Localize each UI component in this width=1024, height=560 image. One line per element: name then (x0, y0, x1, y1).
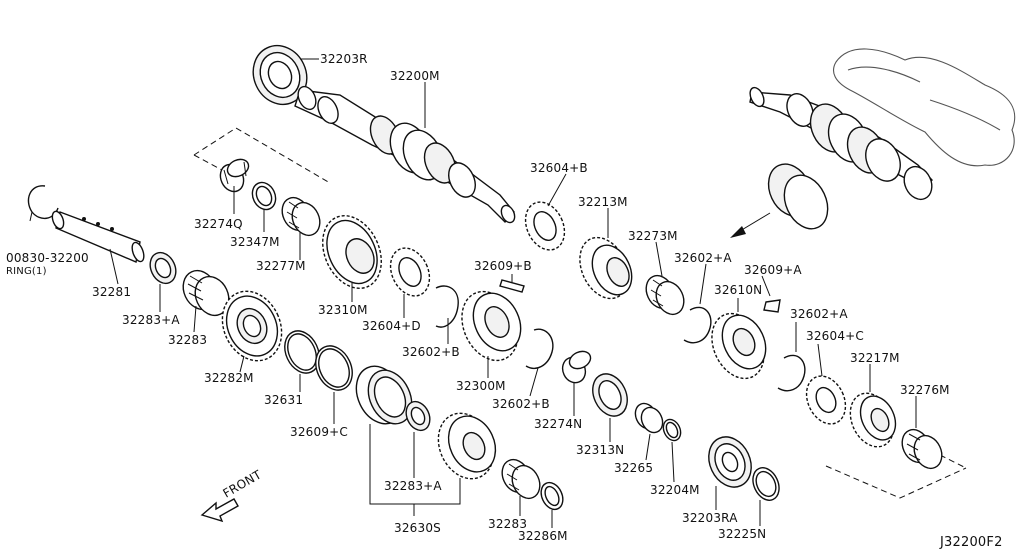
label-32273m: 32273M (628, 229, 678, 243)
label-32602-a-mid: 32602+A (790, 307, 848, 321)
label-32200m: 32200M (390, 69, 440, 83)
synchro-hub-32604-d[interactable] (383, 242, 437, 303)
synchro-hub-32604-c[interactable] (799, 370, 853, 431)
needle-bearing-32276m[interactable] (897, 425, 947, 473)
ring-32609-c[interactable] (309, 340, 359, 396)
label-32310m: 32310M (318, 303, 368, 317)
needle-bearing-32277m[interactable] (277, 193, 325, 240)
label-32213m: 32213M (578, 195, 628, 209)
bearing-32203ra[interactable] (701, 430, 759, 494)
label-32283-a-top: 32283+A (122, 313, 180, 327)
label-32604-c: 32604+C (806, 329, 864, 343)
needle-bearing-32283-bot[interactable] (497, 455, 545, 503)
case-outline-ghost (832, 48, 1016, 167)
needle-bearing-32283-top[interactable] (177, 265, 235, 321)
assembled-shaft-reference (749, 86, 933, 230)
label-32204m: 32204M (650, 483, 700, 497)
label-32274q: 32274Q (194, 217, 243, 231)
ring-32204m[interactable] (660, 417, 684, 444)
washer-32283-a-bot[interactable] (402, 398, 435, 434)
snap-ring-32602-b-top[interactable] (435, 285, 459, 328)
synchro-hub-32604-b[interactable] (518, 196, 572, 257)
diagram-code: J32200F2 (939, 535, 1003, 550)
label-32602-a-top: 32602+A (674, 251, 732, 265)
gear-32310m[interactable] (311, 206, 392, 298)
snap-ring-32602-a-mid[interactable] (777, 354, 806, 392)
bearing-32203r[interactable] (244, 37, 316, 113)
label-32217m: 32217M (850, 351, 900, 365)
front-label: FRONT (221, 467, 265, 500)
gear-32610n[interactable] (702, 305, 774, 387)
label-32604-b: 32604+B (530, 161, 588, 175)
label-32283-a-bot: 32283+A (384, 479, 442, 493)
ring-32631[interactable] (278, 325, 326, 378)
label-32300m: 32300M (456, 379, 506, 393)
gear-32282m[interactable] (211, 282, 292, 371)
label-32631: 32631 (264, 393, 303, 407)
label-32281: 32281 (92, 285, 131, 299)
label-32630s: 32630S (394, 521, 441, 535)
assembly-boundary-right (825, 454, 967, 499)
label-32225n: 32225N (718, 527, 766, 541)
label-32609-c: 32609+C (290, 425, 348, 439)
key-32609-a[interactable] (763, 299, 781, 313)
label-32276m: 32276M (900, 383, 950, 397)
label-32277m: 32277M (256, 259, 306, 273)
washer-32225n[interactable] (748, 464, 784, 505)
cone-32313n[interactable] (586, 368, 634, 421)
main-shaft-32200m[interactable] (294, 84, 518, 225)
assembly-boundary-left (193, 127, 331, 184)
label-ring: RING(1) (6, 266, 47, 277)
label-32283-bot: 32283 (488, 517, 527, 531)
snap-ring-32602-a-top[interactable] (683, 306, 712, 344)
label-32602-b-top: 32602+B (402, 345, 460, 359)
label-32286m: 32286M (518, 529, 568, 543)
label-32609-a: 32609+A (744, 263, 802, 277)
gear-32300m[interactable] (451, 282, 529, 369)
front-direction-arrow-reference (730, 212, 771, 238)
front-arrow-icon: FRONT (200, 467, 265, 523)
sleeve-32630s[interactable] (347, 359, 420, 432)
gear-32213m[interactable] (571, 230, 640, 307)
sleeve-32274q[interactable] (216, 156, 251, 195)
label-32283-top: 32283 (168, 333, 207, 347)
label-32203r: 32203R (320, 52, 368, 66)
ring-32286m[interactable] (537, 479, 567, 513)
bushing-32265[interactable] (631, 400, 666, 436)
label-32610n: 32610N (714, 283, 762, 297)
label-32203ra: 32203RA (682, 511, 738, 525)
washer-32283-a-top[interactable] (145, 248, 180, 287)
leader-lines (109, 58, 917, 528)
callout-labels: 32203R 32200M 32604+B 32213M 32274Q 3234… (6, 52, 1003, 550)
label-32347m: 32347M (230, 235, 280, 249)
label-32609-b: 32609+B (474, 259, 532, 273)
label-32604-d: 32604+D (362, 319, 421, 333)
label-32602-b-mid: 32602+B (492, 397, 550, 411)
needle-bearing-32273m[interactable] (641, 271, 689, 319)
label-00830-32200: 00830-32200 (6, 251, 89, 265)
gear-32630s-cluster[interactable] (428, 404, 504, 488)
label-32282m: 32282M (204, 371, 254, 385)
label-32274n: 32274N (534, 417, 582, 431)
snap-ring-32602-b-mid[interactable] (525, 328, 554, 370)
key-32609-b[interactable] (499, 279, 525, 293)
sleeve-32274n[interactable] (559, 348, 594, 386)
pin-32281[interactable] (50, 210, 146, 263)
ring-32347m[interactable] (248, 179, 280, 214)
label-32265: 32265 (614, 461, 653, 475)
label-32313n: 32313N (576, 443, 624, 457)
gear-32217m[interactable] (842, 386, 902, 454)
